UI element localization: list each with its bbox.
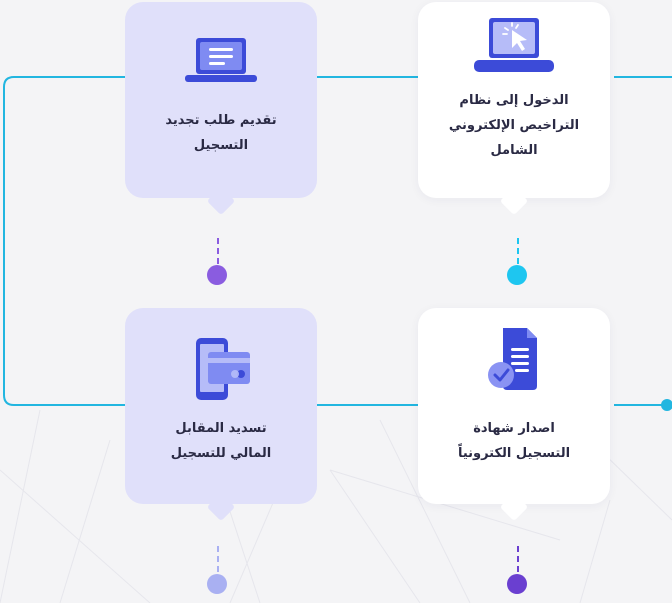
step-dot-payment (207, 574, 227, 594)
step-label-certificate: اصدار شهادة التسجيل الكترونياً (457, 421, 571, 461)
connector-end-dot (661, 399, 672, 411)
phone-card-icon (125, 334, 317, 404)
dashed-connector (217, 546, 219, 572)
laptop-cursor-icon (418, 16, 610, 76)
step-dot-login (507, 265, 527, 285)
laptop-document-icon (125, 36, 317, 84)
step-card-certificate: اصدار شهادة التسجيل الكترونياً (418, 308, 610, 522)
step-card-submit: تقديم طلب تجديد التسجيل (125, 2, 317, 216)
dashed-connector (217, 238, 219, 264)
step-card-login: الدخول إلى نظام التراخيص الإلكتروني الشا… (418, 2, 610, 216)
step-card-payment: تسديد المقابل المالي للتسجيل (125, 308, 317, 522)
dashed-connector (517, 546, 519, 572)
step-label-submit: تقديم طلب تجديد التسجيل (165, 113, 277, 153)
dashed-connector (517, 238, 519, 264)
step-dot-certificate (507, 574, 527, 594)
step-label-login: الدخول إلى نظام التراخيص الإلكتروني الشا… (448, 93, 580, 158)
certificate-check-icon (418, 324, 610, 394)
step-dot-submit (207, 265, 227, 285)
step-label-payment: تسديد المقابل المالي للتسجيل (170, 421, 272, 461)
